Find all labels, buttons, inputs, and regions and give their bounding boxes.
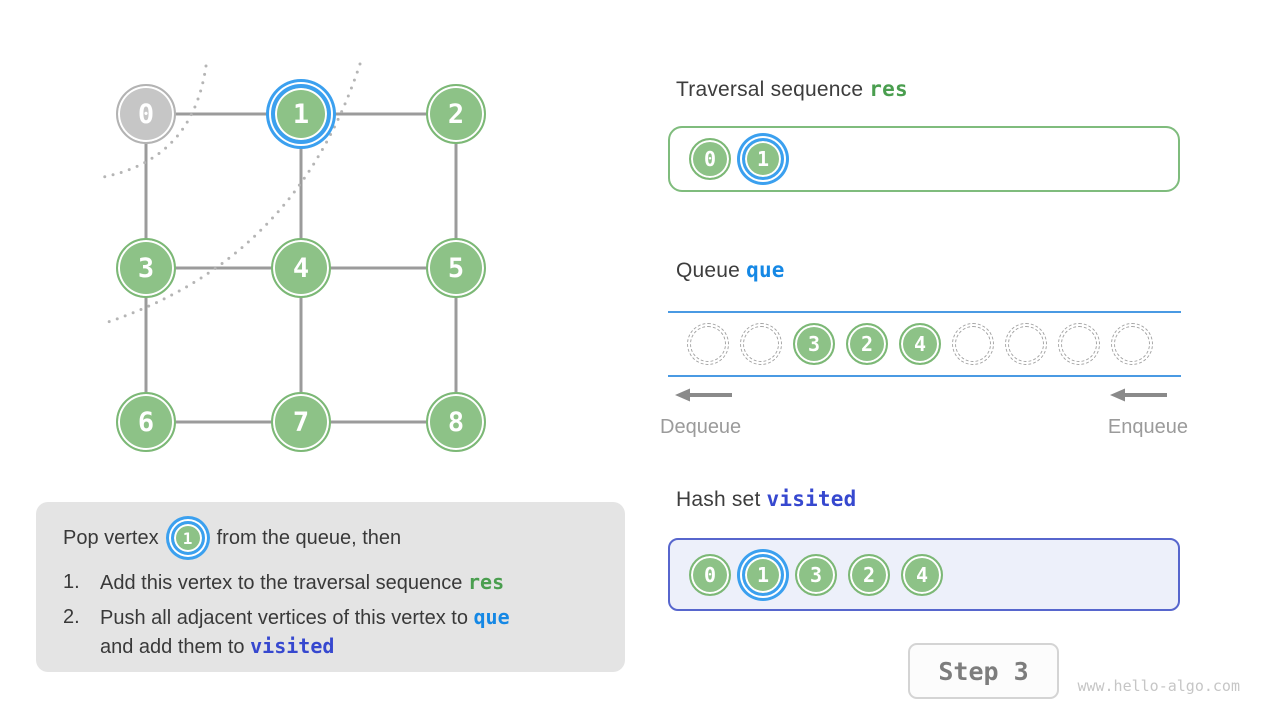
enqueue-label: Enqueue — [1107, 416, 1188, 438]
graph-vertex-0: 0 — [116, 84, 176, 144]
graph-vertex-3: 3 — [116, 238, 176, 298]
traversal-token: res — [869, 77, 908, 101]
hashset-item-2: 2 — [848, 553, 890, 596]
queue-slot-empty — [952, 323, 994, 365]
explanation-step-number: 2. — [63, 606, 80, 628]
queue-slot-empty — [1058, 323, 1100, 365]
queue-heading-label: Queue — [676, 259, 741, 282]
popped-vertex-badge: 1 — [170, 521, 205, 555]
hashset-token: visited — [766, 487, 857, 511]
step-indicator: Step 3 — [908, 643, 1059, 699]
queue-slot-2: 2 — [846, 323, 888, 365]
enqueue-arrow-icon — [1110, 388, 1167, 402]
hashset-item-0: 0 — [689, 553, 731, 596]
graph-vertex-7: 7 — [271, 392, 331, 452]
traversal-heading: Traversal sequence res — [676, 77, 908, 102]
wavefront-arc-inner — [96, 64, 208, 180]
queue-token: que — [746, 258, 785, 282]
explanation-intro-before: Pop vertex — [63, 526, 159, 549]
traversal-heading-label: Traversal sequence — [676, 78, 864, 101]
traversal-item-0: 0 — [689, 138, 731, 180]
hashset-item-3: 3 — [795, 553, 837, 596]
explanation-intro: Pop vertex 1 from the queue, then — [63, 518, 605, 558]
hashset-heading-label: Hash set — [676, 488, 761, 511]
explanation-steps: 1. Add this vertex to the traversal seque… — [63, 568, 605, 661]
hashset-item-1: 1 — [742, 553, 784, 596]
queue-slot-empty — [1111, 323, 1153, 365]
graph-vertex-1: 1 — [271, 84, 331, 144]
queue-slot-3: 3 — [793, 323, 835, 365]
watermark: www.hello-algo.com — [1077, 677, 1240, 695]
explanation-step-text: Add this vertex to the traversal sequenc… — [100, 570, 505, 594]
dequeue-label: Dequeue — [660, 416, 742, 438]
hashset-item-4: 4 — [901, 553, 943, 596]
dequeue-arrow-icon — [675, 388, 732, 402]
explanation-box: Pop vertex 1 from the queue, then 1. Add … — [36, 502, 625, 672]
bfs-wavefront-arcs — [96, 62, 362, 326]
graph-vertex-8: 8 — [426, 392, 486, 452]
explanation-step-1: 1. Add this vertex to the traversal seque… — [63, 568, 605, 597]
hashset-heading: Hash set visited — [676, 487, 856, 512]
graph-vertex-6: 6 — [116, 392, 176, 452]
graph-vertex-2: 2 — [426, 84, 486, 144]
queue-slot-4: 4 — [899, 323, 941, 365]
queue-slot-empty — [687, 323, 729, 365]
queue-slot-empty — [740, 323, 782, 365]
explanation-step-text: Push all adjacent vertices of this verte… — [100, 605, 510, 658]
queue-heading: Queue que — [676, 258, 785, 283]
queue-slot-empty — [1005, 323, 1047, 365]
explanation-step-number: 1. — [63, 571, 80, 593]
traversal-item-1: 1 — [742, 138, 784, 180]
explanation-intro-after: from the queue, then — [216, 526, 402, 549]
graph-vertex-5: 5 — [426, 238, 486, 298]
explanation-step-2: 2. Push all adjacent vertices of this ver… — [63, 603, 605, 661]
graph-vertex-4: 4 — [271, 238, 331, 298]
